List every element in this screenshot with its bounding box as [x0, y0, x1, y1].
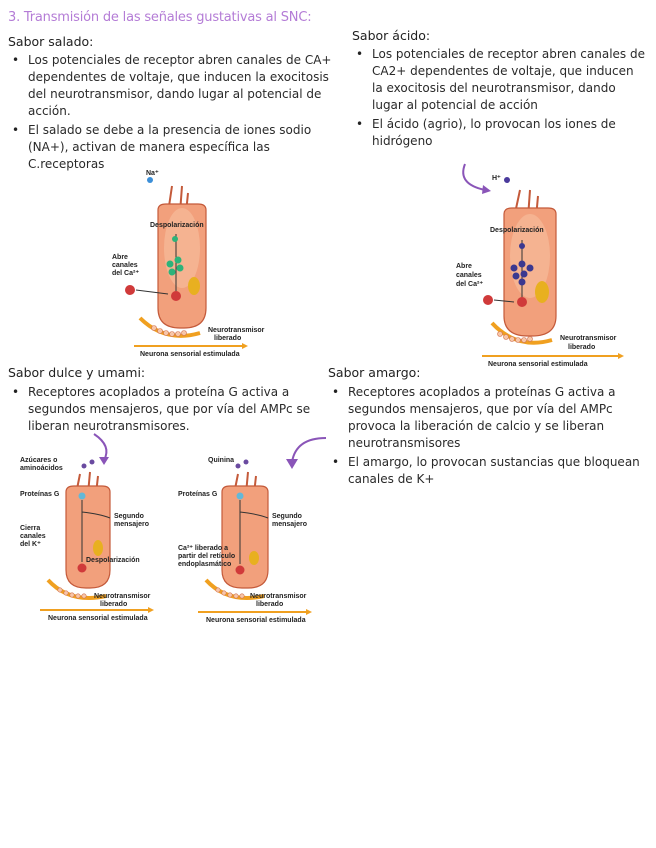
salado-heading: Sabor salado:: [8, 34, 93, 49]
salado-ca-line-1: Abre: [112, 254, 128, 261]
acido-depol-label: Despolarización: [490, 227, 544, 234]
dulce-second-line-2: mensajero: [114, 521, 149, 528]
acido-heading: Sabor ácido:: [352, 28, 430, 43]
acido-neuro-line-2: liberado: [568, 344, 595, 351]
salado-bullet-2: El salado se debe a la presencia de ione…: [6, 122, 336, 173]
acido-neuron-label: Neurona sensorial estimulada: [488, 361, 588, 368]
salado-bullets: Los potenciales de receptor abren canale…: [6, 52, 336, 175]
dulce-top-line-2: aminoácidos: [20, 465, 63, 472]
amargo-neuron-label: Neurona sensorial estimulada: [206, 617, 306, 624]
amargo-top-label: Quinina: [208, 457, 234, 464]
dulce-bullets: Receptores acoplados a proteína G activa…: [6, 384, 318, 437]
salado-neuron-label: Neurona sensorial estimulada: [140, 351, 240, 358]
amargo-cell: [222, 486, 268, 588]
salado-figure: Na⁺ Despolarización Abre canales del Ca²…: [110, 168, 270, 363]
amargo-bullets: Receptores acoplados a proteínas G activ…: [326, 384, 648, 490]
amargo-ca-line-3: endoplasmático: [178, 561, 231, 568]
page-title: 3. Transmisión de las señales gustativas…: [8, 10, 311, 25]
acido-bullet-1: Los potenciales de receptor abren canale…: [350, 46, 648, 114]
acido-bullet-2: El ácido (agrio), lo provocan los iones …: [350, 116, 648, 150]
dulce-neuro-line-2: liberado: [100, 601, 127, 608]
amargo-ca-line-2: partir del retículo: [178, 553, 235, 560]
amargo-figure: Quinina Proteínas G Segundo mensajero Ca…: [178, 452, 328, 624]
salado-neuro-line-1: Neurotransmisor: [208, 327, 265, 334]
dulce-depol-label: Despolarización: [86, 557, 140, 564]
amargo-bullet-2: El amargo, lo provocan sustancias que bl…: [326, 454, 648, 488]
dulce-cell: [66, 486, 110, 588]
dulce-top-line-1: Azúcares o: [20, 457, 57, 464]
dulce-close-line-1: Cierra: [20, 525, 40, 532]
amargo-neuro-line-1: Neurotransmisor: [250, 593, 307, 600]
dulce-bullet-1: Receptores acoplados a proteína G activa…: [6, 384, 318, 435]
amargo-heading: Sabor amargo:: [328, 365, 421, 380]
dulce-figure: Azúcares o aminoácidos Proteínas G Segun…: [20, 452, 170, 624]
dulce-second-line-1: Segundo: [114, 513, 144, 520]
acido-bullets: Los potenciales de receptor abren canale…: [350, 46, 648, 152]
dulce-close-line-3: del K⁺: [20, 541, 41, 548]
salado-neuro-line-2: liberado: [214, 335, 241, 342]
acido-neuro-line-1: Neurotransmisor: [560, 335, 617, 342]
salado-ca-line-2: canales: [112, 262, 138, 269]
amargo-bullet-1: Receptores acoplados a proteínas G activ…: [326, 384, 648, 452]
amargo-second-line-2: mensajero: [272, 521, 307, 528]
salado-ion-label: Na⁺: [146, 170, 159, 177]
amargo-gprot-label: Proteínas G: [178, 491, 218, 498]
acido-ion-label: H⁺: [492, 175, 501, 182]
salado-bullet-1: Los potenciales de receptor abren canale…: [6, 52, 336, 120]
dulce-neuro-line-1: Neurotransmisor: [94, 593, 151, 600]
acido-ca-line-2: canales: [456, 272, 482, 279]
dulce-gprot-label: Proteínas G: [20, 491, 60, 498]
amargo-ca-line-1: Ca²⁺ liberado a: [178, 545, 228, 552]
amargo-second-line-1: Segundo: [272, 513, 302, 520]
acido-ca-line-1: Abre: [456, 263, 472, 270]
salado-depol-label: Despolarización: [150, 222, 204, 229]
acido-figure: H⁺ Despolarización Abre canales del Ca²⁺…: [452, 168, 652, 368]
salado-ca-line-3: del Ca²⁺: [112, 270, 139, 277]
dulce-heading: Sabor dulce y umami:: [8, 365, 145, 380]
amargo-neuro-line-2: liberado: [256, 601, 283, 608]
acido-ca-line-3: del Ca²⁺: [456, 281, 483, 288]
dulce-close-line-2: canales: [20, 533, 46, 540]
dulce-neuron-label: Neurona sensorial estimulada: [48, 615, 148, 622]
